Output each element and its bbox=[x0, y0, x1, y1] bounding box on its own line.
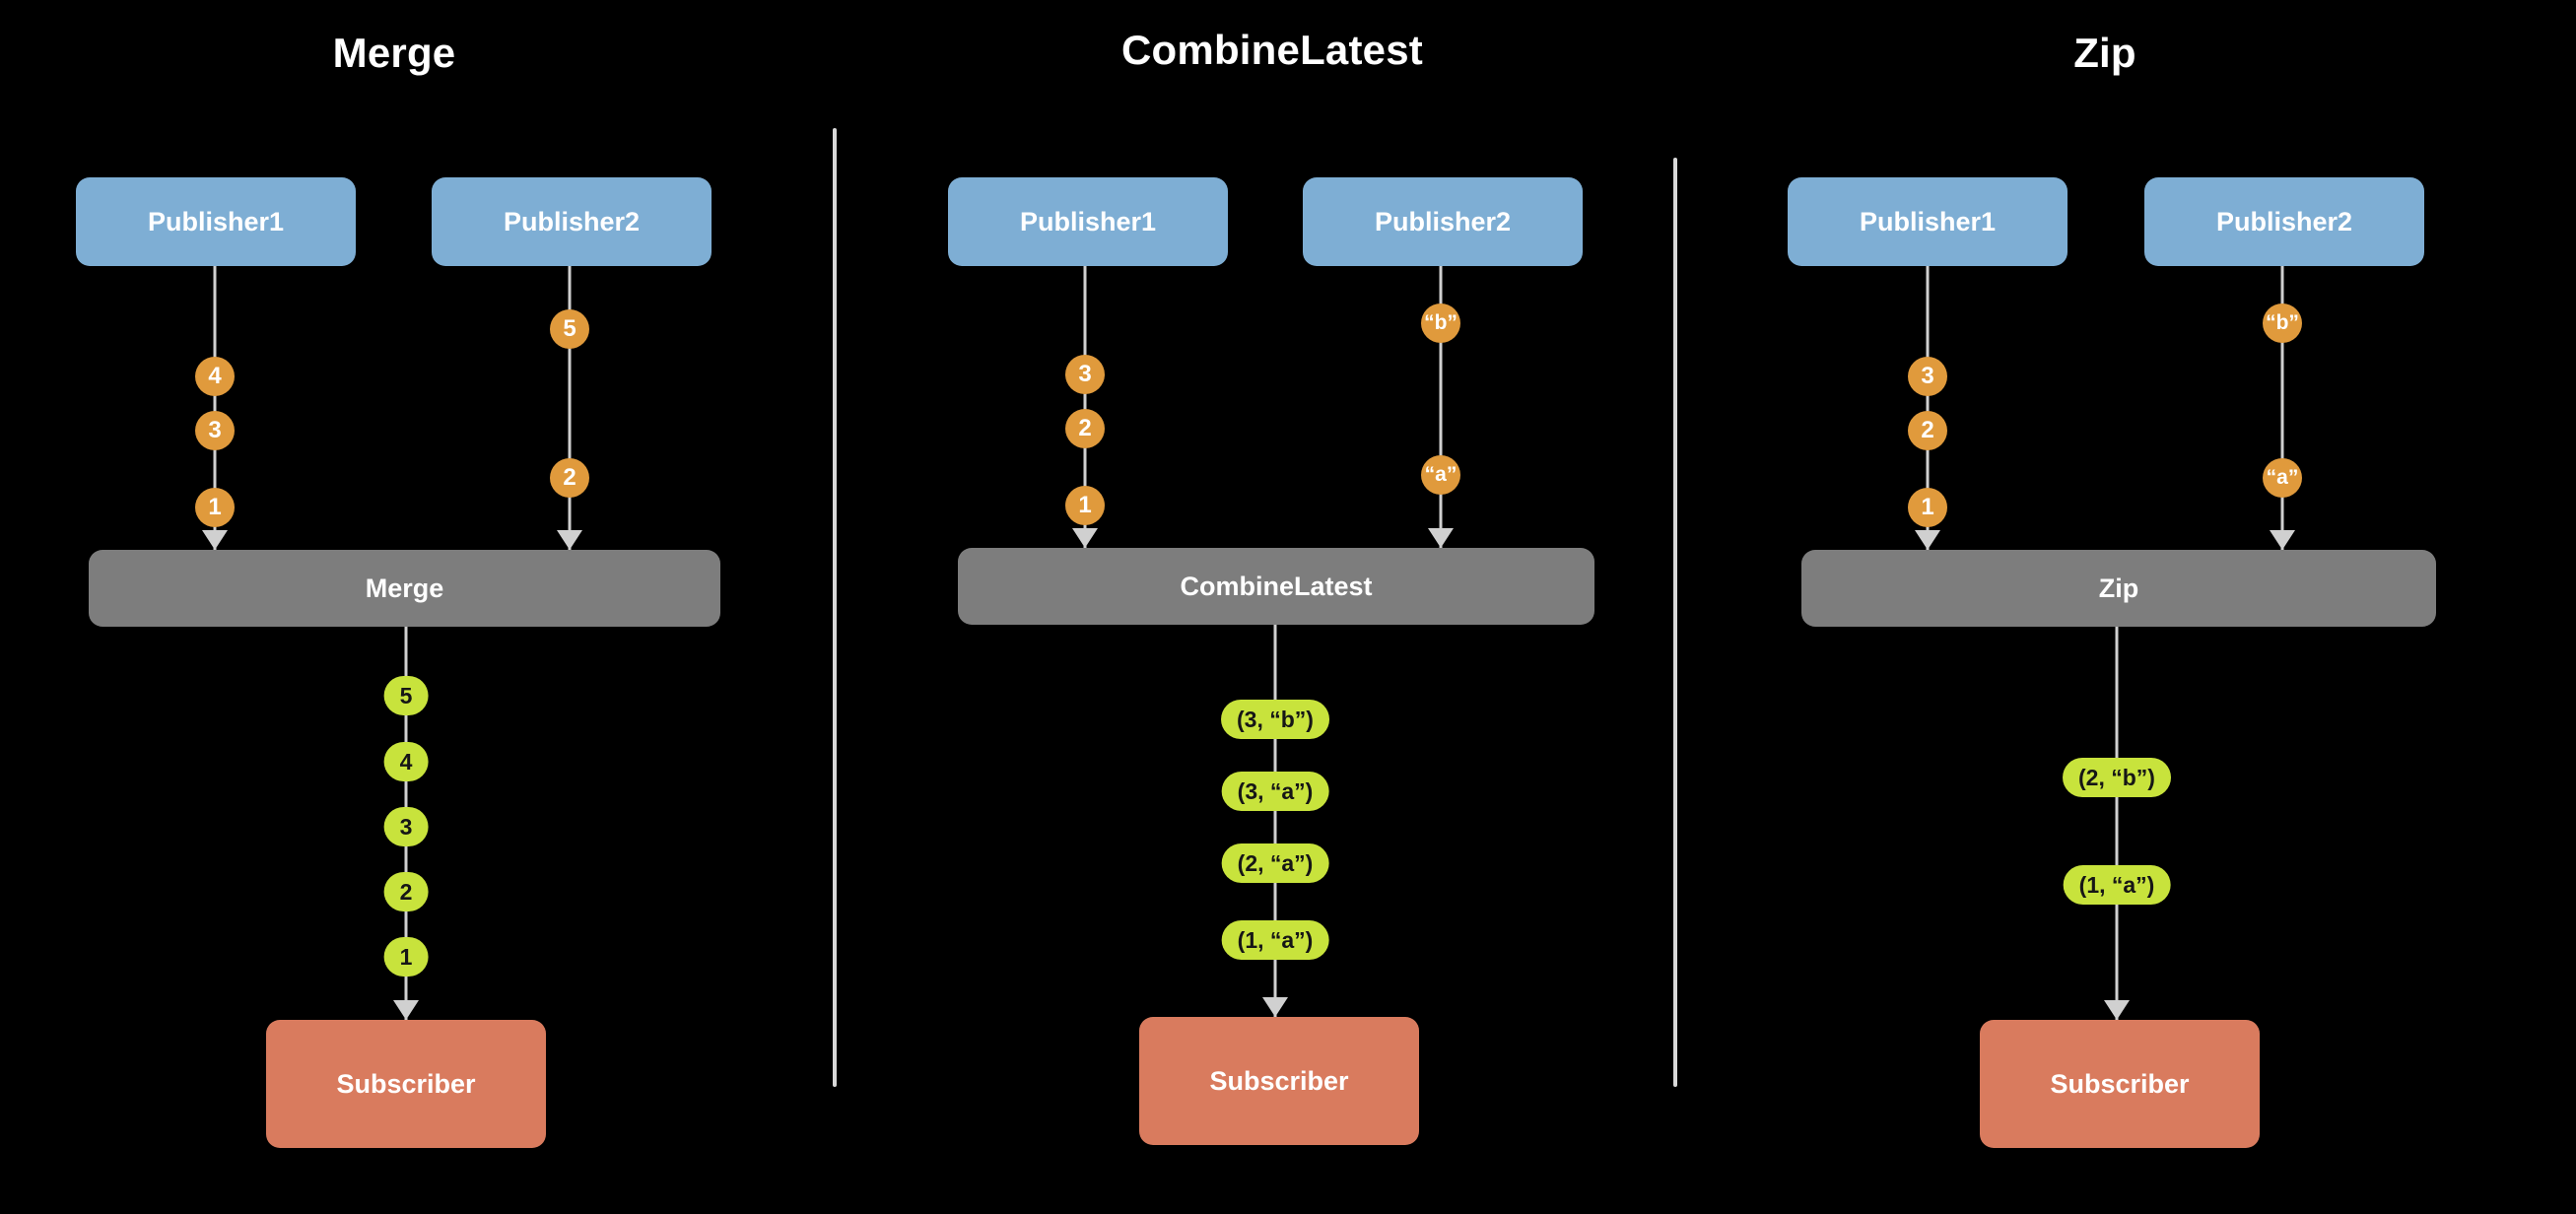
output-stream-arrow-combinelatest bbox=[1262, 997, 1288, 1017]
subscriber-label-merge: Subscriber bbox=[336, 1068, 476, 1099]
input-stream-2-line-combinelatest bbox=[1439, 266, 1443, 548]
publisher1-label-zip: Publisher1 bbox=[1859, 206, 1997, 236]
publisher2-label-zip: Publisher2 bbox=[2215, 206, 2353, 236]
publisher1-box-combinelatest: Publisher1 bbox=[948, 177, 1228, 266]
publisher2-label-combinelatest: Publisher2 bbox=[1374, 206, 1512, 236]
publisher2-box-merge: Publisher2 bbox=[432, 177, 712, 266]
output-token-merge-4: 1 bbox=[383, 937, 429, 977]
operator-box-combinelatest: CombineLatest bbox=[958, 548, 1594, 625]
input2-token-zip-b: “b” bbox=[2263, 304, 2302, 343]
subscriber-label-zip: Subscriber bbox=[2050, 1068, 2190, 1099]
input1-token-zip-3: 3 bbox=[1908, 357, 1947, 396]
input-stream-2-arrow-zip bbox=[2270, 530, 2295, 550]
input2-token-merge-5: 5 bbox=[550, 309, 589, 349]
output-token-merge-2: 3 bbox=[383, 807, 429, 846]
publisher2-box-combinelatest: Publisher2 bbox=[1303, 177, 1583, 266]
output-token-combinelatest-2: (2, “a”) bbox=[1221, 843, 1329, 883]
operator-label-combinelatest: CombineLatest bbox=[1180, 571, 1373, 601]
operator-box-zip: Zip bbox=[1801, 550, 2436, 627]
output-stream-line-combinelatest bbox=[1273, 625, 1277, 1017]
input-stream-2-arrow-combinelatest bbox=[1428, 528, 1454, 548]
input-stream-1-arrow-zip bbox=[1915, 530, 1940, 550]
input1-token-zip-1: 1 bbox=[1908, 488, 1947, 527]
output-token-merge-0: 5 bbox=[383, 676, 429, 715]
input1-token-combinelatest-2: 2 bbox=[1065, 409, 1105, 448]
input1-token-merge-1: 1 bbox=[195, 488, 235, 527]
output-stream-arrow-zip bbox=[2104, 1000, 2130, 1020]
publisher1-label-combinelatest: Publisher1 bbox=[1019, 206, 1157, 236]
operator-label-zip: Zip bbox=[2098, 573, 2139, 603]
input-stream-2-line-merge bbox=[568, 266, 572, 550]
subscriber-box-merge: Subscriber bbox=[266, 1020, 546, 1148]
output-token-zip-1: (1, “a”) bbox=[2063, 865, 2171, 905]
input2-token-zip-a: “a” bbox=[2263, 458, 2302, 498]
output-stream-arrow-merge bbox=[393, 1000, 419, 1020]
subscriber-label-combinelatest: Subscriber bbox=[1209, 1065, 1349, 1096]
divider-2 bbox=[1673, 158, 1677, 1087]
input-stream-1-line-zip bbox=[1926, 266, 1930, 550]
output-token-combinelatest-0: (3, “b”) bbox=[1221, 700, 1329, 739]
column-title-combinelatest: CombineLatest bbox=[1121, 27, 1423, 73]
publisher1-box-zip: Publisher1 bbox=[1788, 177, 2068, 266]
output-token-merge-3: 2 bbox=[383, 872, 429, 911]
input1-token-zip-2: 2 bbox=[1908, 411, 1947, 450]
input-stream-1-line-merge bbox=[213, 266, 217, 550]
input2-token-combinelatest-a: “a” bbox=[1421, 455, 1460, 495]
input-stream-1-arrow-merge bbox=[202, 530, 228, 550]
column-title-zip: Zip bbox=[2073, 30, 2136, 76]
publisher1-label-merge: Publisher1 bbox=[147, 206, 285, 236]
input-stream-2-arrow-merge bbox=[557, 530, 582, 550]
publisher1-box-merge: Publisher1 bbox=[76, 177, 356, 266]
output-token-merge-1: 4 bbox=[383, 742, 429, 781]
input-stream-2-line-zip bbox=[2280, 266, 2284, 550]
input2-token-merge-2: 2 bbox=[550, 458, 589, 498]
publisher2-box-zip: Publisher2 bbox=[2144, 177, 2424, 266]
operator-label-merge: Merge bbox=[365, 573, 444, 603]
input-stream-1-line-combinelatest bbox=[1083, 266, 1087, 548]
input1-token-merge-4: 4 bbox=[195, 357, 235, 396]
output-token-combinelatest-3: (1, “a”) bbox=[1221, 920, 1329, 960]
output-token-zip-0: (2, “b”) bbox=[2063, 758, 2171, 797]
output-token-combinelatest-1: (3, “a”) bbox=[1221, 772, 1329, 811]
subscriber-box-zip: Subscriber bbox=[1980, 1020, 2260, 1148]
input1-token-combinelatest-3: 3 bbox=[1065, 355, 1105, 394]
publisher2-label-merge: Publisher2 bbox=[503, 206, 641, 236]
input-stream-1-arrow-combinelatest bbox=[1072, 528, 1098, 548]
input1-token-combinelatest-1: 1 bbox=[1065, 486, 1105, 525]
subscriber-box-combinelatest: Subscriber bbox=[1139, 1017, 1419, 1145]
output-stream-line-zip bbox=[2115, 627, 2119, 1020]
input1-token-merge-3: 3 bbox=[195, 411, 235, 450]
column-title-merge: Merge bbox=[332, 30, 456, 76]
divider-1 bbox=[833, 128, 837, 1087]
input2-token-combinelatest-b: “b” bbox=[1421, 304, 1460, 343]
operator-box-merge: Merge bbox=[89, 550, 720, 627]
